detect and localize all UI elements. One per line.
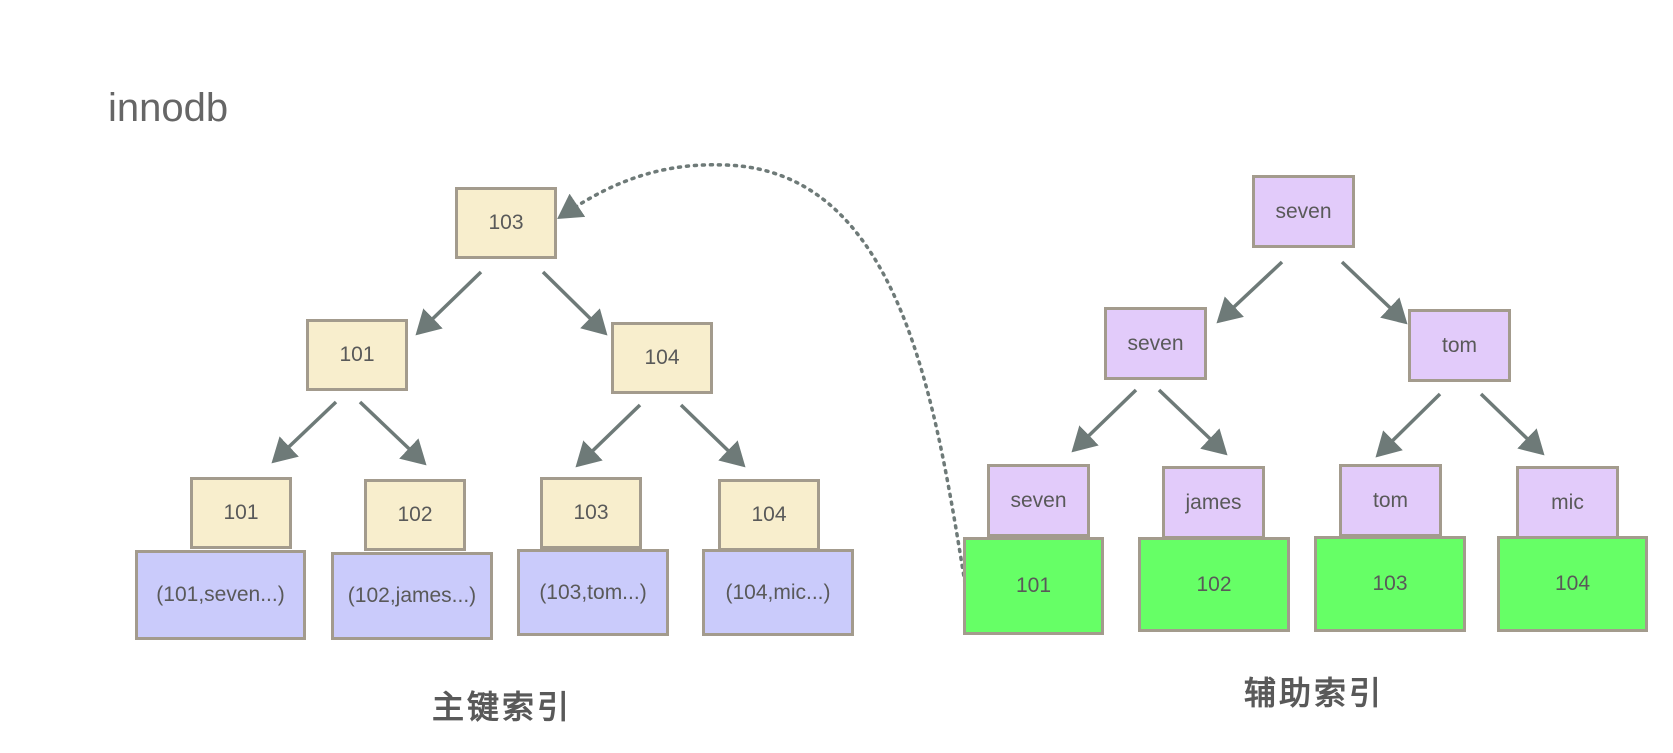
primary-level1-node: 101 bbox=[306, 319, 408, 391]
edge-arrow bbox=[358, 400, 427, 466]
secondary-pk-ref: 101 bbox=[963, 537, 1104, 635]
edge-arrow bbox=[415, 270, 483, 336]
edge-arrow bbox=[679, 403, 746, 468]
primary-leaf-key: 104 bbox=[718, 479, 820, 551]
secondary-leaf-key: mic bbox=[1516, 466, 1619, 539]
primary-leaf-key: 103 bbox=[540, 477, 642, 549]
secondary-pk-ref: 102 bbox=[1138, 537, 1290, 632]
primary-index-caption: 主键索引 bbox=[432, 688, 573, 726]
edge-arrow bbox=[1071, 388, 1138, 453]
secondary-level1-node: tom bbox=[1408, 309, 1511, 382]
secondary-pk-ref: 103 bbox=[1314, 536, 1466, 632]
primary-root-node: 103 bbox=[455, 187, 557, 259]
primary-row-data: (101,seven...) bbox=[135, 550, 306, 640]
primary-level1-node: 104 bbox=[611, 322, 713, 394]
primary-leaf-key: 101 bbox=[190, 477, 292, 549]
primary-row-data: (104,mic...) bbox=[702, 549, 854, 636]
primary-leaf-key: 102 bbox=[364, 479, 466, 551]
edge-arrow bbox=[541, 270, 608, 336]
diagram-title: innodb bbox=[108, 86, 229, 130]
secondary-leaf-key: james bbox=[1162, 466, 1265, 539]
edge-arrow bbox=[271, 400, 338, 464]
edge-arrow bbox=[575, 403, 642, 468]
primary-row-data: (103,tom...) bbox=[517, 549, 669, 636]
secondary-leaf-key: tom bbox=[1339, 464, 1442, 537]
secondary-leaf-key: seven bbox=[987, 464, 1090, 537]
edge-arrow bbox=[1157, 388, 1228, 456]
edge-arrow bbox=[1340, 260, 1408, 325]
secondary-level1-node: seven bbox=[1104, 307, 1207, 380]
edge-arrow bbox=[1375, 392, 1442, 458]
edge-arrow bbox=[1216, 260, 1284, 324]
edge-arrow bbox=[1479, 392, 1545, 456]
secondary-index-caption: 辅助索引 bbox=[1244, 674, 1385, 712]
primary-row-data: (102,james...) bbox=[331, 552, 493, 640]
lookup-dotted-arrow bbox=[557, 163, 967, 585]
secondary-root-node: seven bbox=[1252, 175, 1355, 248]
secondary-pk-ref: 104 bbox=[1497, 536, 1648, 632]
